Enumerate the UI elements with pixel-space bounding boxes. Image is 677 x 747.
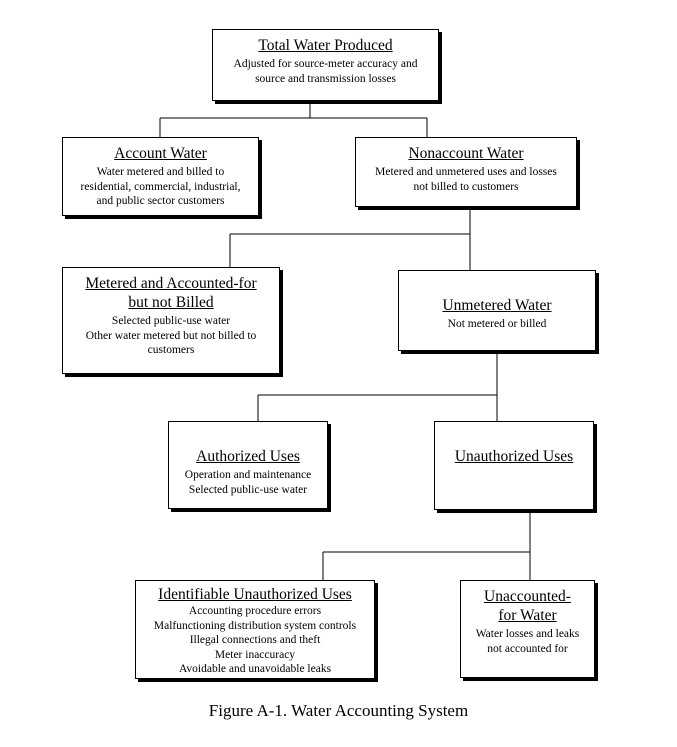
box-unmetered-water: Unmetered Water Not metered or billed [398,270,596,351]
box-description: Operation and maintenance Selected publi… [184,469,312,496]
box-metered-accounted-not-billed: Metered and Accounted-for but not Billed… [62,267,280,374]
connector-unmetered-split [257,351,498,421]
box-title: Authorized Uses [196,448,300,465]
box-description: Accounting procedure errors Malfunctioni… [153,605,357,675]
box-description: Metered and unmetered uses and losses no… [375,166,557,193]
box-nonaccount-water: Nonaccount Water Metered and unmetered u… [355,137,577,207]
connector-total-split [159,102,428,137]
figure-caption: Figure A-1. Water Accounting System [208,701,469,720]
box-description: Water metered and billed to residential,… [80,166,241,207]
box-title: Unaccounted- for Water [484,588,571,624]
box-total-water-produced: Total Water Produced Adjusted for source… [212,29,439,101]
box-title: Metered and Accounted-for but not Billed [85,275,257,311]
box-description: Selected public-use water Other water me… [85,315,257,356]
connector-nonaccount-split [229,207,471,270]
box-account-water: Account Water Water metered and billed t… [62,137,259,216]
box-title: Nonaccount Water [408,145,524,162]
box-title: Account Water [114,145,207,162]
box-title: Unmetered Water [442,297,552,314]
connector-unauthorized-split [322,510,531,580]
box-unauthorized-uses: Unauthorized Uses [434,421,594,510]
box-description: Not metered or billed [447,318,547,330]
box-unaccounted-for-water: Unaccounted- for Water Water losses and … [460,580,595,678]
box-description: Adjusted for source-meter accuracy and s… [233,58,418,85]
box-description: Water losses and leaks not accounted for [475,628,580,655]
box-title: Unauthorized Uses [454,448,574,465]
box-identifiable-unauthorized-uses: Identifiable Unauthorized Uses Accountin… [135,580,375,679]
box-authorized-uses: Authorized Uses Operation and maintenanc… [168,421,328,509]
box-title: Total Water Produced [258,37,393,54]
box-title: Identifiable Unauthorized Uses [158,586,352,603]
